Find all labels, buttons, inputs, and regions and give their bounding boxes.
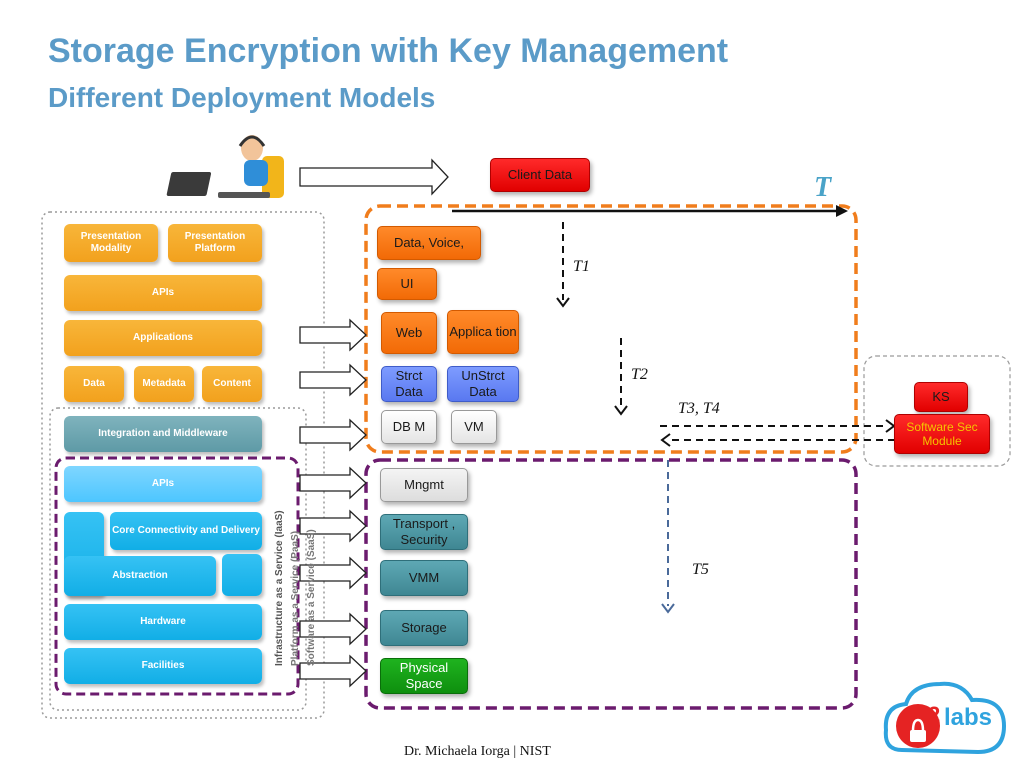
user-illustration (166, 135, 284, 198)
arrow-abstraction (299, 556, 367, 590)
t1-label: T1 (573, 258, 590, 275)
platform-stack-frame (49, 407, 307, 711)
applications-block: Applications (64, 320, 262, 356)
arrow-data (299, 363, 367, 397)
arrow-applications (299, 318, 367, 352)
mngmt-box: Mngmt (380, 468, 468, 502)
t-arrow-head (836, 205, 848, 217)
arrow-facilities (299, 654, 367, 688)
iaas-label: Infrastructure as a Service (IaaS) (274, 510, 285, 666)
tenant-frame (364, 204, 858, 454)
apis-top-block: APIs (64, 275, 262, 311)
abstraction-block: Abstraction (64, 556, 216, 596)
client-data-box: Client Data (490, 158, 590, 192)
software-sec-module-box: Software Sec Module (894, 414, 990, 454)
presentation-platform-block: Presentation Platform (168, 224, 262, 262)
presentation-modality-block: Presentation Modality (64, 224, 158, 262)
transport-security-box: Transport , Security (380, 514, 468, 550)
t3-t4-label: T3, T4 (678, 400, 720, 417)
key-module-frame (863, 355, 1011, 467)
logo-text: labs (944, 704, 993, 731)
unstrct-data-box: UnStrct Data (447, 366, 519, 402)
arrow-apis (299, 466, 367, 500)
saas-label: Software as a Service (SaaS) (306, 529, 317, 666)
t3-head (885, 419, 896, 433)
web-box: Web (381, 312, 437, 354)
integration-middleware-block: Integration and Middleware (64, 416, 262, 452)
data-voice-box: Data, Voice, (377, 226, 481, 260)
physical-space-box: Physical Space (380, 658, 468, 694)
vm-box: VM (451, 410, 497, 444)
abstraction-right-strip (222, 554, 262, 596)
application-box: Applica tion (447, 310, 519, 354)
paas-label: Platform as a Service (PaaS) (290, 530, 301, 666)
vmm-box: VMM (380, 560, 468, 596)
slide-title: Storage Encryption with Key Management (48, 32, 729, 70)
ks-box: KS (914, 382, 968, 412)
apis-bottom-block: APIs (64, 466, 262, 502)
ui-box: UI (377, 268, 437, 300)
facilities-block: Facilities (64, 648, 262, 684)
logo-digit: 2 (928, 702, 941, 727)
t5-label: T5 (692, 561, 709, 578)
arrow-core (299, 509, 367, 543)
arrow-hardware (299, 612, 367, 646)
footer-credit: Dr. Michaela Iorga | NIST (404, 744, 551, 759)
storage-box: Storage (380, 610, 468, 646)
dbm-box: DB M (381, 410, 437, 444)
t2-head (614, 405, 628, 416)
provider-frame (364, 458, 858, 710)
t1-head (556, 297, 570, 308)
metadata-block: Metadata (134, 366, 194, 402)
slide-subtitle: Different Deployment Models (48, 82, 436, 113)
c2labs-logo (883, 681, 1007, 755)
t2-label: T2 (631, 366, 648, 383)
strct-data-box: Strct Data (381, 366, 437, 402)
hardware-block: Hardware (64, 604, 262, 640)
t5-head (661, 603, 675, 614)
iaas-frame (54, 456, 300, 696)
arrow-client (299, 158, 449, 196)
core-connectivity-block: Core Connectivity and Delivery (110, 512, 262, 550)
t-label: T (814, 172, 832, 203)
arrow-integration (299, 418, 367, 452)
content-block: Content (202, 366, 262, 402)
t4-head (660, 433, 671, 447)
data-block: Data (64, 366, 124, 402)
